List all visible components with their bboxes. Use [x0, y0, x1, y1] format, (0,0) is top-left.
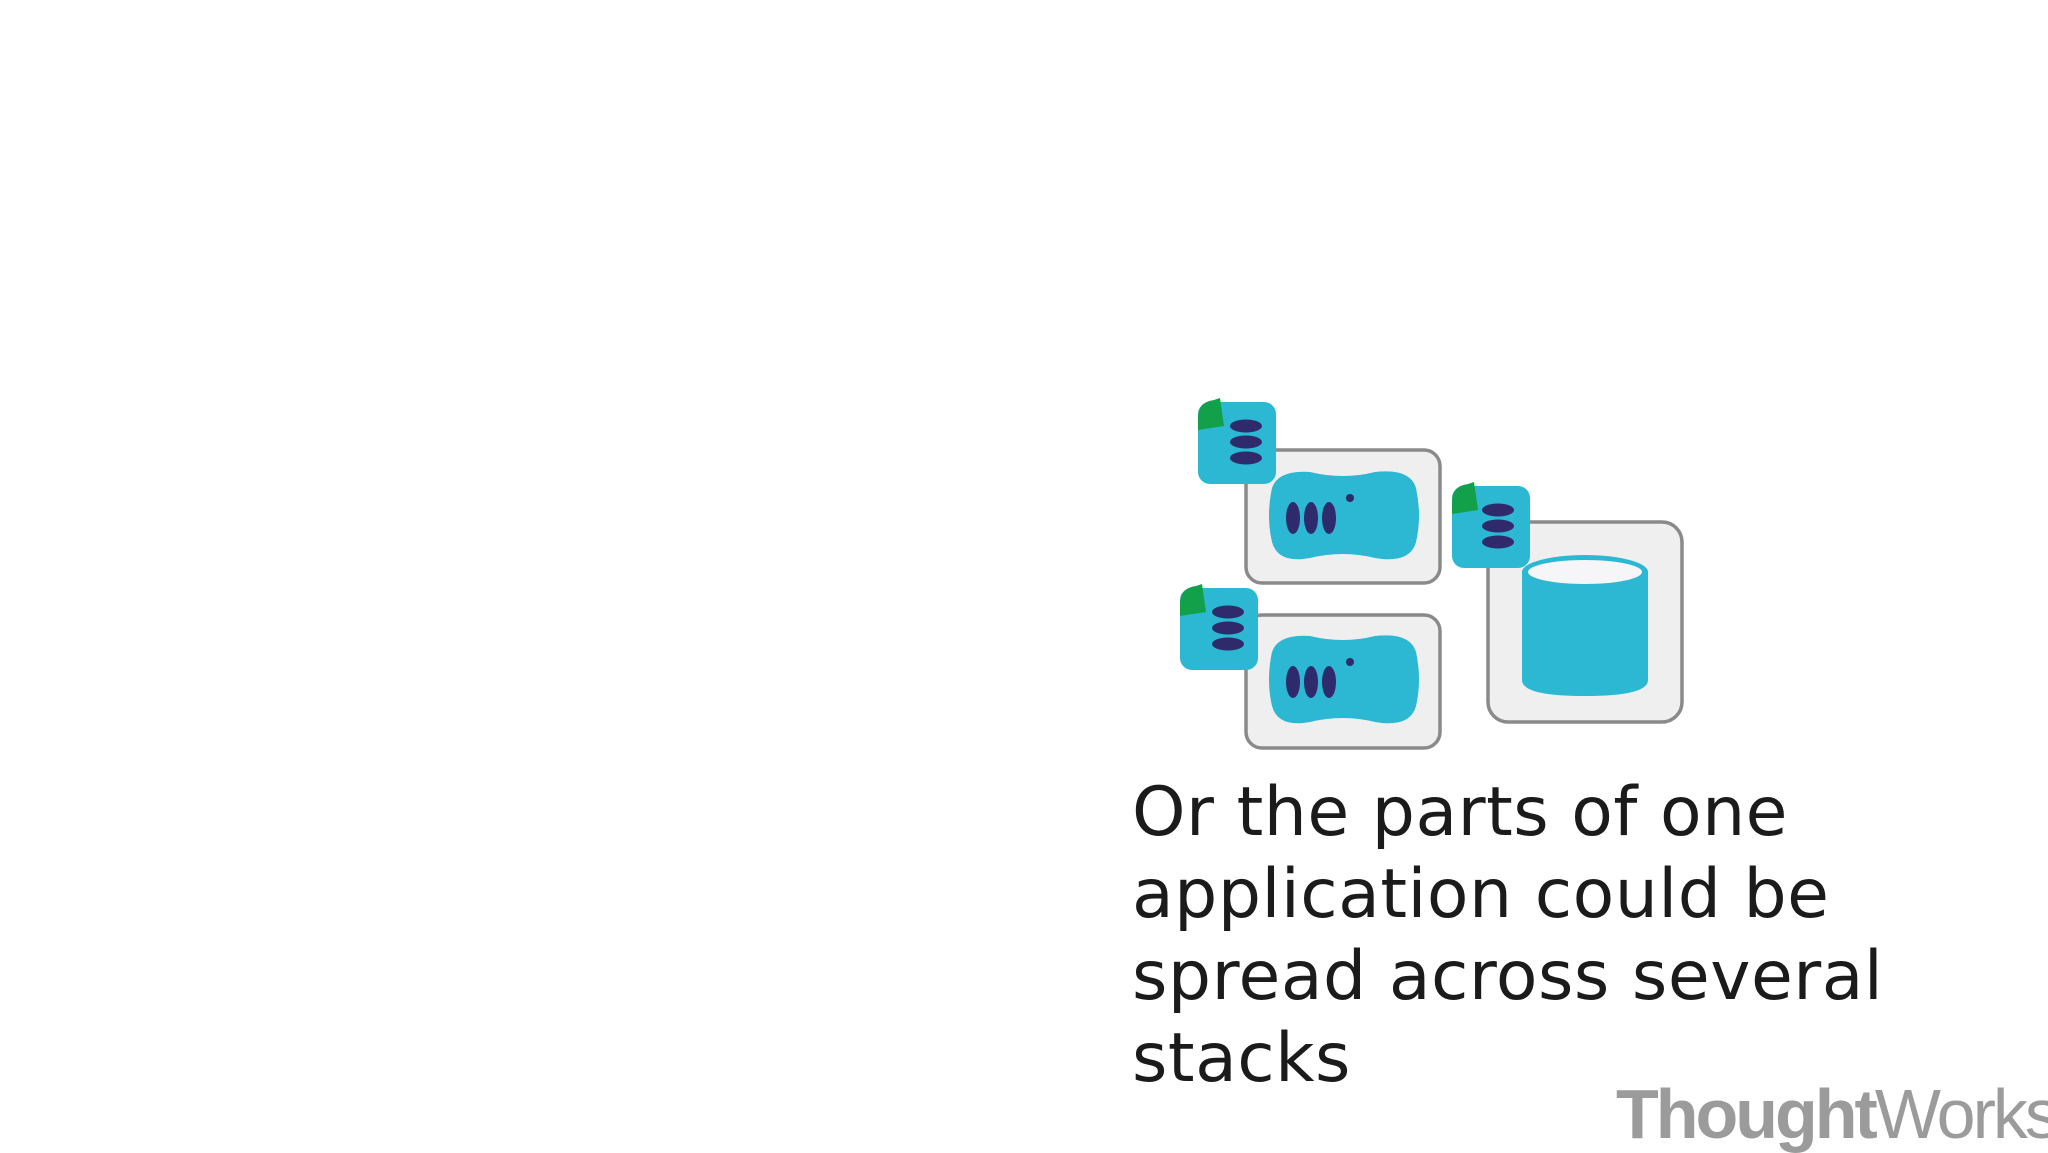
slide-caption: Or the parts of one application could be…: [1132, 772, 1892, 1100]
application-icon: [1269, 471, 1419, 560]
stacks-illustration: [1180, 398, 1684, 750]
stack-badge-1: [1198, 398, 1276, 484]
caption-line: stacks: [1132, 1019, 1351, 1098]
corner-tag-icon: [1198, 398, 1224, 430]
stack-icon: [1482, 503, 1514, 549]
logo-part-works: Works: [1874, 1075, 2048, 1153]
application-box-top: [1244, 448, 1442, 585]
stack-icon: [1212, 605, 1244, 651]
corner-tag-icon: [1452, 482, 1478, 514]
thoughtworks-logo: ThoughtWorks®: [1616, 1076, 2048, 1152]
application-box-bottom: [1244, 613, 1442, 750]
caption-line: spread across several: [1132, 937, 1884, 1016]
database-icon: [1522, 555, 1648, 696]
logo-part-thought: Thought: [1616, 1075, 1878, 1153]
stack-badge-2: [1180, 584, 1258, 670]
database-box: [1486, 520, 1684, 724]
application-icon: [1269, 635, 1419, 724]
stack-icon: [1230, 419, 1262, 465]
caption-line: Or the parts of one: [1132, 773, 1788, 852]
stack-badge-3: [1452, 482, 1530, 568]
caption-line: application could be: [1132, 855, 1830, 934]
corner-tag-icon: [1180, 584, 1206, 616]
